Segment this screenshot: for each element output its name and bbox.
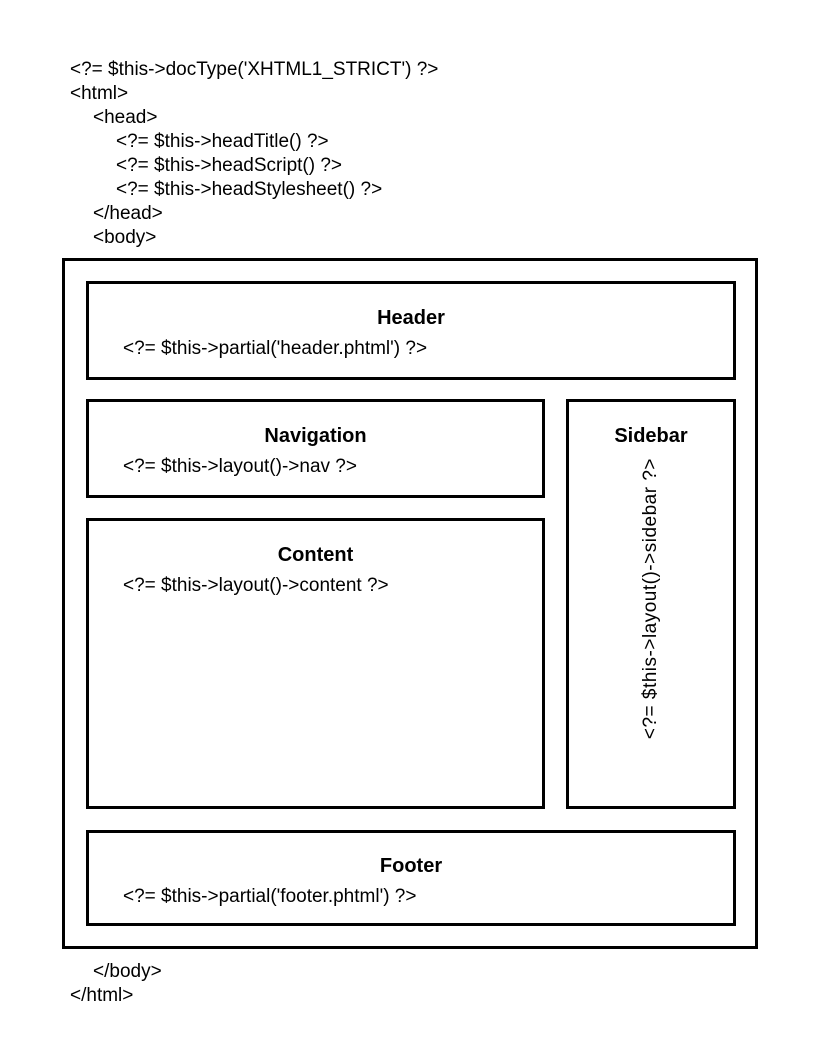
code-line-head-style: <?= $this->headStylesheet() ?> (116, 179, 383, 200)
region-title-navigation: Navigation (264, 425, 367, 447)
diagram-region-header: Header <?= $this->partial('header.phtml'… (86, 281, 736, 380)
code-line-head-open: <head> (93, 107, 158, 128)
code-line-body-open: <body> (93, 227, 157, 248)
region-code-navigation: <?= $this->layout()->nav ?> (123, 456, 357, 477)
region-code-sidebar-wrapper: <?= $this->layout()->sidebar ?> (569, 458, 733, 788)
region-title-content: Content (277, 544, 354, 566)
diagram-region-navigation: Navigation <?= $this->layout()->nav ?> (86, 399, 545, 498)
layout-diagram-body-container: Header <?= $this->partial('header.phtml'… (62, 258, 758, 949)
region-code-content: <?= $this->layout()->content ?> (123, 575, 389, 596)
diagram-region-content: Content <?= $this->layout()->content ?> (86, 518, 545, 809)
code-line-html-open: <html> (70, 83, 129, 104)
code-line-head-script: <?= $this->headScript() ?> (116, 155, 343, 176)
region-title-footer: Footer (379, 855, 443, 877)
region-title-sidebar: Sidebar (614, 425, 688, 447)
code-line-head-title: <?= $this->headTitle() ?> (116, 131, 329, 152)
region-code-header: <?= $this->partial('header.phtml') ?> (123, 338, 428, 359)
region-code-footer: <?= $this->partial('footer.phtml') ?> (123, 886, 417, 907)
code-line-html-close: </html> (70, 985, 134, 1006)
diagram-region-sidebar: Sidebar <?= $this->layout()->sidebar ?> (566, 399, 736, 809)
code-line-head-close: </head> (93, 203, 163, 224)
code-line-body-close: </body> (93, 961, 162, 982)
region-title-header: Header (377, 307, 445, 329)
code-line-doctype: <?= $this->docType('XHTML1_STRICT') ?> (70, 59, 439, 80)
diagram-region-footer: Footer <?= $this->partial('footer.phtml'… (86, 830, 736, 926)
region-code-sidebar: <?= $this->layout()->sidebar ?> (640, 458, 661, 740)
